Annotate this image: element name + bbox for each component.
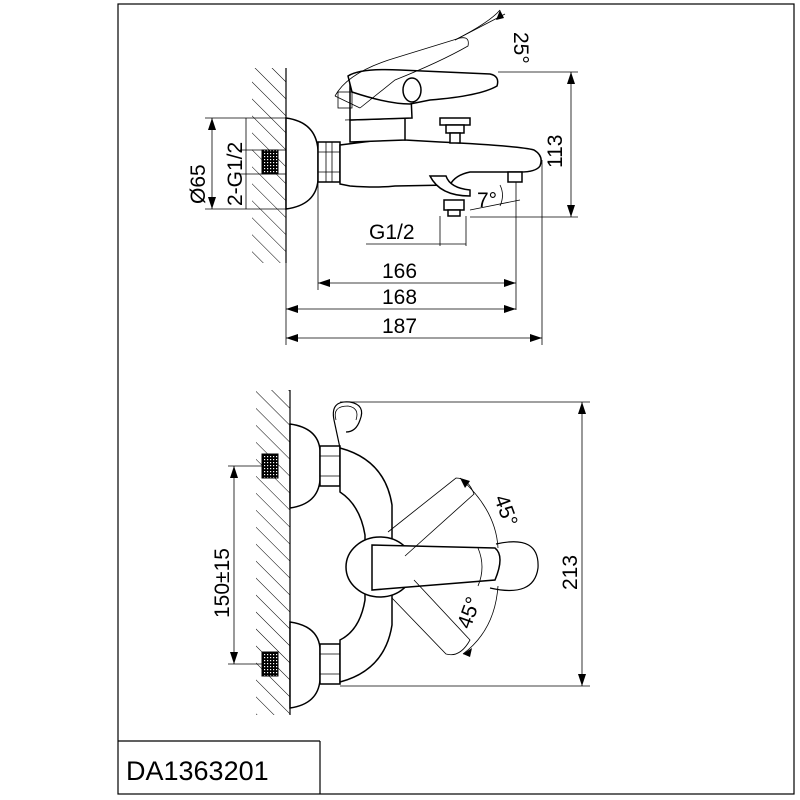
escutcheon-upper — [289, 423, 321, 509]
depth-label: 213 — [559, 555, 582, 590]
lever-arm-top — [371, 544, 501, 591]
spout-angle-label: 7° — [477, 189, 497, 212]
inlet-thread-label: 2-G1/2 — [224, 142, 247, 206]
angle-lower-label: 45° — [453, 594, 485, 632]
length-168-label: 168 — [382, 286, 417, 309]
model-code: DA1363201 — [126, 756, 269, 786]
spout-ring — [489, 541, 539, 592]
centers-label: 150±15 — [211, 548, 234, 618]
outlet-thread-label: G1/2 — [369, 221, 415, 244]
lever-lower-45 — [391, 579, 471, 656]
angle-upper-label: 45° — [489, 492, 521, 530]
lever-tilted — [334, 37, 469, 109]
mixer-body — [339, 138, 542, 188]
connection-nut — [317, 141, 341, 183]
side-view: 25° 7° G1/2 113 Ø — [187, 9, 578, 345]
shower-hook — [332, 401, 363, 449]
escutcheon-lower — [289, 621, 321, 709]
lever-handle — [347, 68, 499, 105]
escutcheon-flange — [285, 117, 319, 210]
nut-upper — [319, 445, 341, 487]
diverter-knob — [439, 117, 471, 144]
eccentric-knurl — [261, 149, 279, 175]
length-187-label: 187 — [382, 315, 417, 338]
spout-outlet — [428, 175, 471, 197]
drawing-frame — [117, 3, 795, 795]
angle-lever-label: 25° — [509, 32, 532, 64]
top-view: 45° 45° 150±15 213 — [211, 390, 590, 715]
aerator — [443, 199, 465, 211]
nut-lower — [319, 643, 341, 685]
length-166-label: 166 — [382, 260, 417, 283]
diameter-label: Ø65 — [187, 164, 210, 204]
height-label: 113 — [544, 135, 567, 168]
